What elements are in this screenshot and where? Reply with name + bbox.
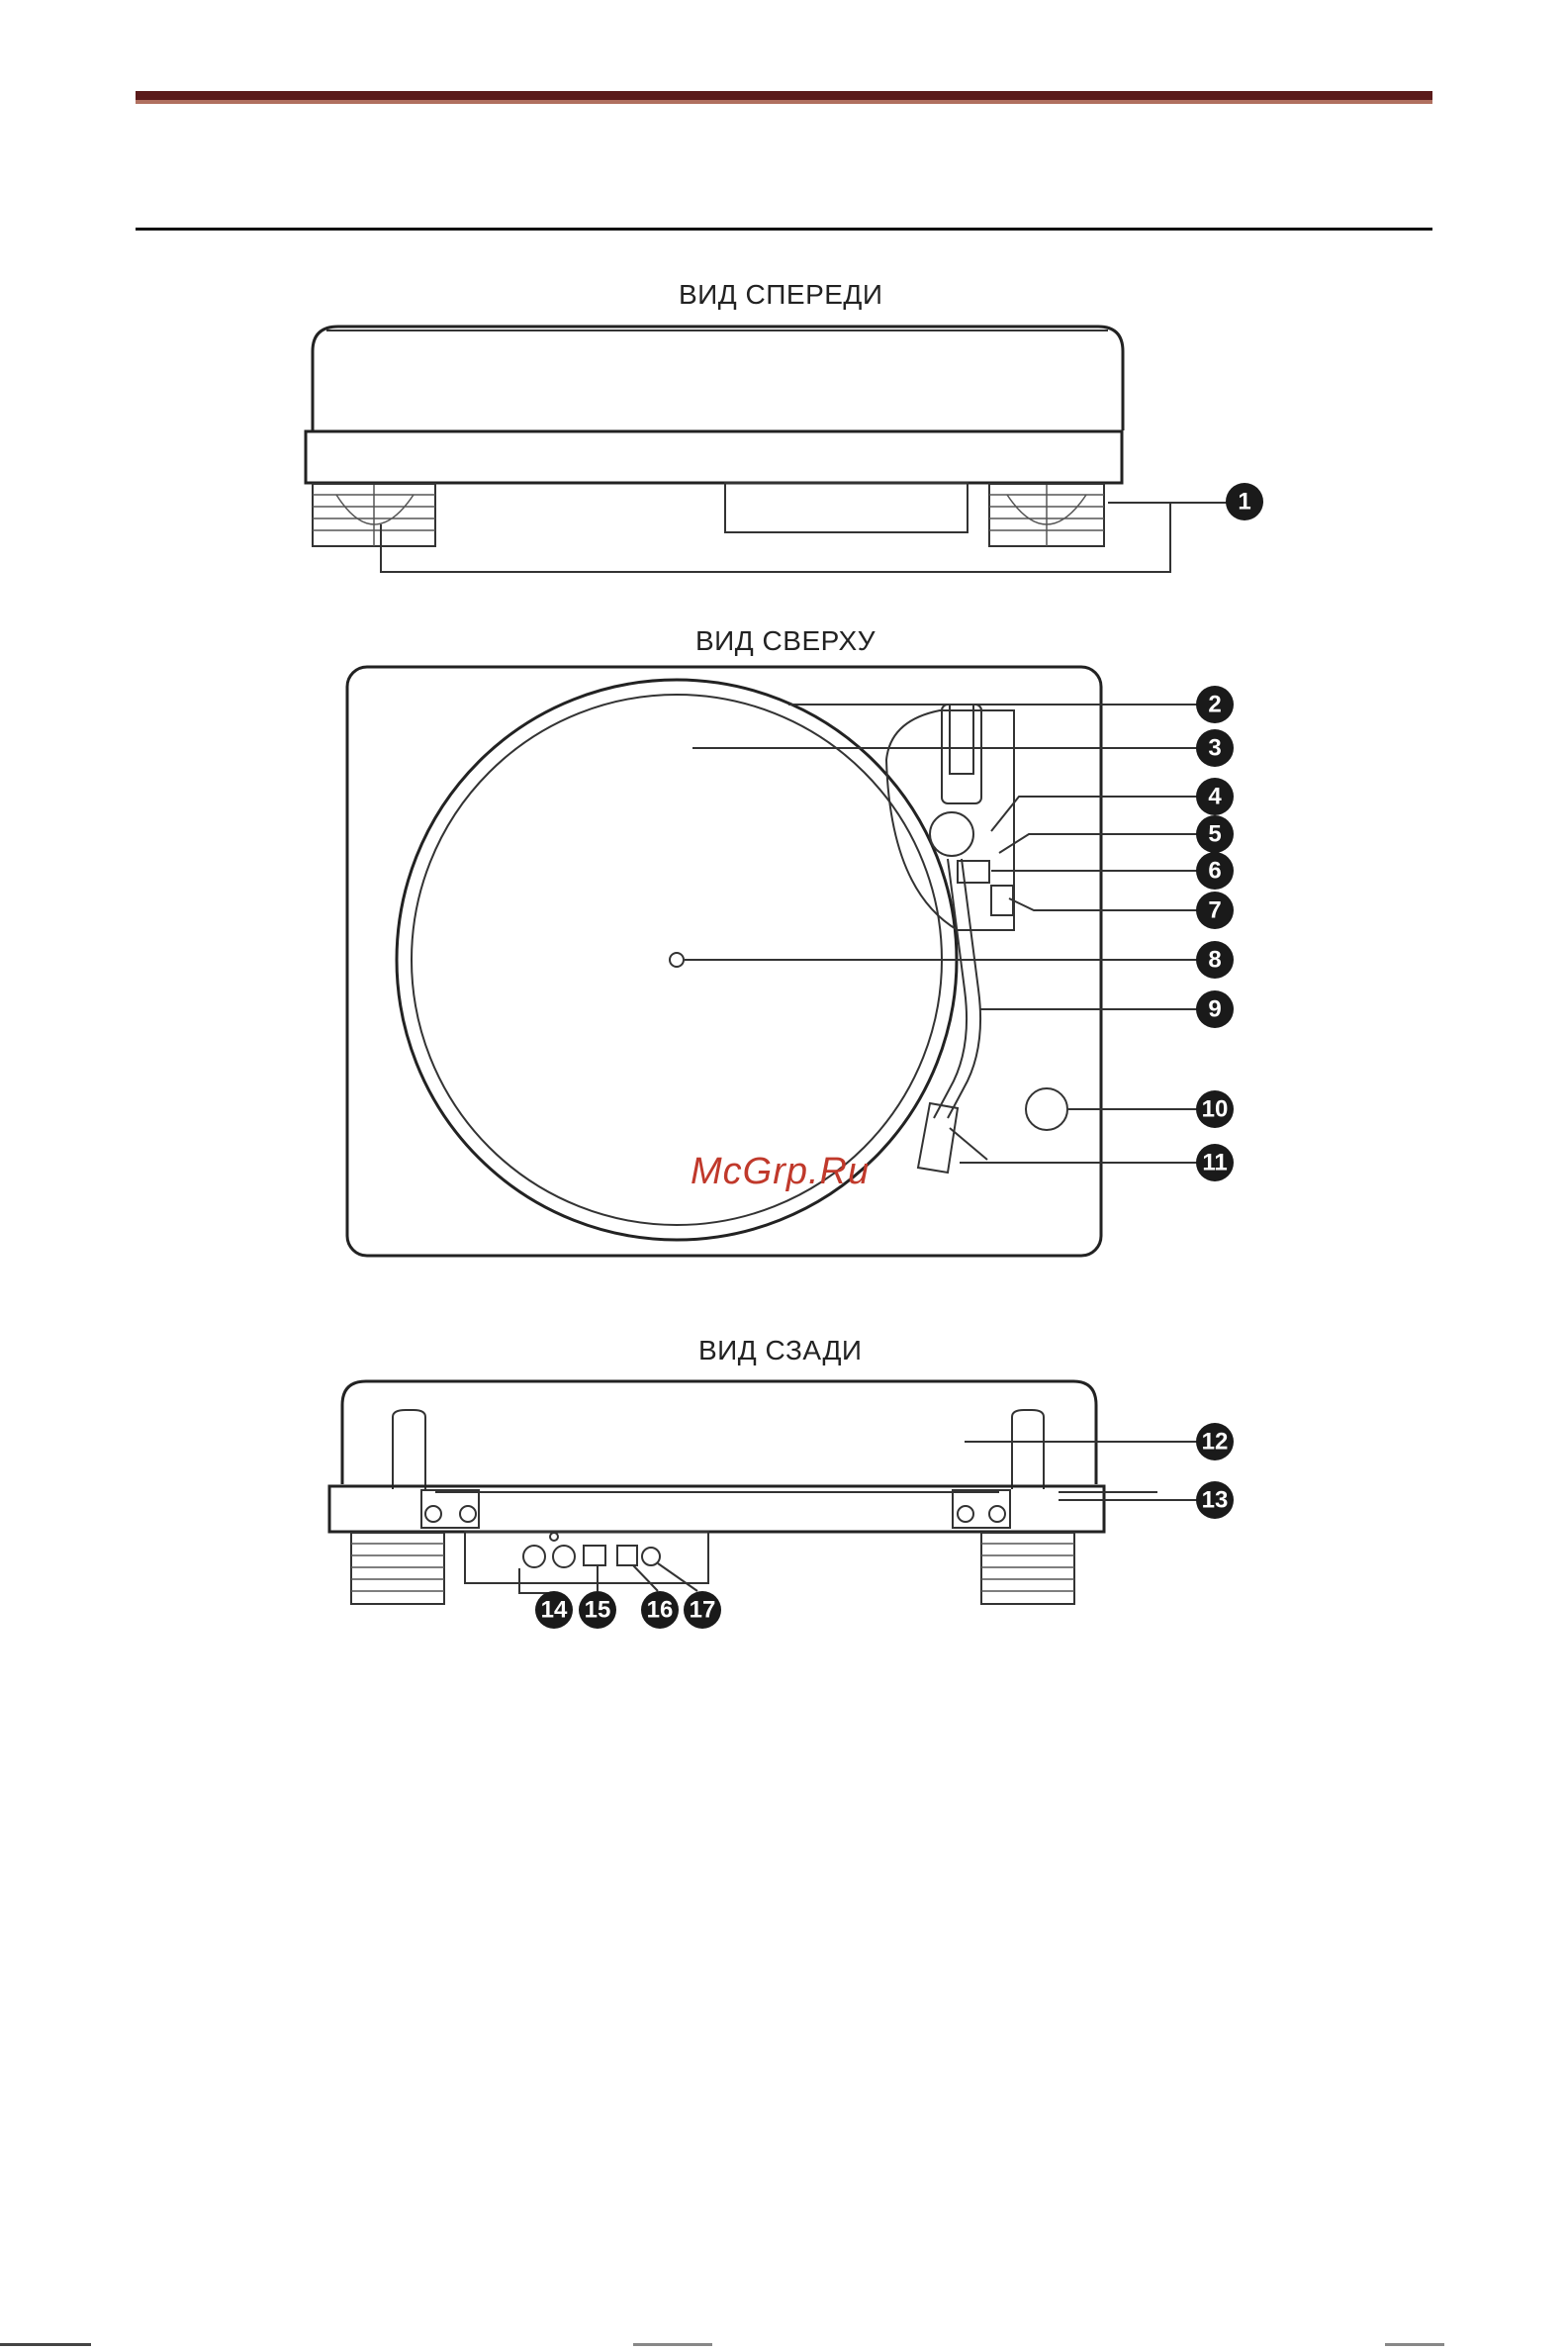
back-hinge-left [393,1410,425,1489]
spindle [670,953,684,967]
rca-right [553,1546,575,1567]
callout-5: 5 [1196,815,1234,853]
tonearm-pivot [930,812,973,856]
callout-6: 6 [1196,852,1234,890]
svg-text:3: 3 [1208,735,1221,762]
tonearm-rest-post [942,705,981,803]
callout-17: 17 [684,1591,721,1629]
front-right-foot [989,484,1104,546]
back-lid [342,1381,1096,1484]
callout-1: 1 [1226,483,1263,520]
front-left-foot [313,484,435,546]
callout-15: 15 [579,1591,616,1629]
speed-button [1026,1088,1067,1130]
power-port [617,1546,637,1565]
front-view-drawing [306,327,1227,572]
svg-text:2: 2 [1208,692,1221,718]
back-right-foot [981,1533,1074,1604]
svg-text:12: 12 [1202,1429,1229,1456]
svg-text:6: 6 [1208,858,1221,885]
back-view-drawing [329,1381,1197,1604]
svg-text:14: 14 [541,1597,568,1624]
svg-text:8: 8 [1208,947,1221,974]
svg-text:1: 1 [1238,489,1250,516]
svg-text:15: 15 [585,1597,611,1624]
front-plinth [306,431,1122,483]
back-connector-panel [465,1532,708,1583]
svg-text:10: 10 [1202,1096,1229,1123]
callout-3: 3 [1196,729,1234,767]
usb-port [584,1546,605,1565]
callout-14: 14 [535,1591,573,1629]
rca-left [523,1546,545,1567]
svg-text:7: 7 [1208,897,1221,924]
svg-text:4: 4 [1208,784,1222,810]
svg-text:9: 9 [1208,996,1221,1023]
callout-12: 12 [1196,1423,1234,1460]
svg-text:13: 13 [1202,1487,1229,1514]
svg-text:16: 16 [647,1597,674,1624]
svg-text:5: 5 [1208,821,1221,848]
front-center-block [725,483,968,532]
callout-8: 8 [1196,941,1234,979]
back-hinge-right [1012,1410,1044,1489]
svg-text:17: 17 [690,1597,716,1624]
callout-13: 13 [1196,1481,1234,1519]
callout-10: 10 [1196,1090,1234,1128]
footer-mark-left [0,2343,91,2346]
callout-2: 2 [1196,686,1234,723]
cue-lever [991,886,1013,915]
footer-mark-center [633,2343,712,2346]
callout-7: 7 [1196,892,1234,929]
headshell [918,1103,958,1173]
callout-11: 11 [1196,1144,1234,1181]
watermark: McGrp.Ru [691,1151,870,1193]
back-left-foot [351,1533,444,1604]
callout-9: 9 [1196,990,1234,1028]
front-lid [313,327,1123,430]
callout-4: 4 [1196,778,1234,815]
callout-1-leader [381,503,1170,572]
svg-text:11: 11 [1202,1150,1227,1176]
headphone-jack [642,1548,660,1565]
footer-mark-right [1385,2343,1444,2346]
callout-16: 16 [641,1591,679,1629]
